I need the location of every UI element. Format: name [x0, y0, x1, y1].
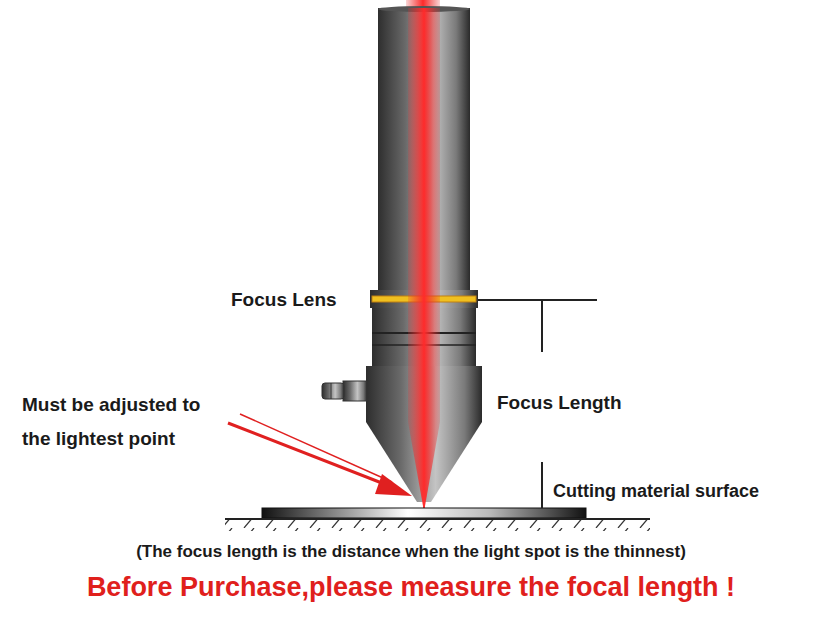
note-text: (The focus length is the distance when t… — [4, 542, 814, 562]
material-plate — [262, 508, 586, 518]
part-label: Cutting material surface — [553, 481, 759, 502]
pointer-arrow — [228, 423, 392, 487]
dimension-line — [478, 299, 597, 301]
arrow-head — [375, 474, 412, 496]
ground-line — [225, 518, 650, 520]
dimension-line — [541, 300, 543, 352]
ground-hatch — [225, 520, 650, 531]
gas-fitting — [343, 381, 367, 401]
dimension-line — [541, 462, 543, 508]
laser-beam — [408, 8, 440, 422]
warning-text: Before Purchase,please measure the focal… — [4, 572, 814, 603]
part-label: Focus Lens — [231, 289, 337, 311]
callout-note: Must be adjusted to the lightest point — [22, 388, 210, 456]
dimension-label: Focus Length — [497, 392, 622, 414]
